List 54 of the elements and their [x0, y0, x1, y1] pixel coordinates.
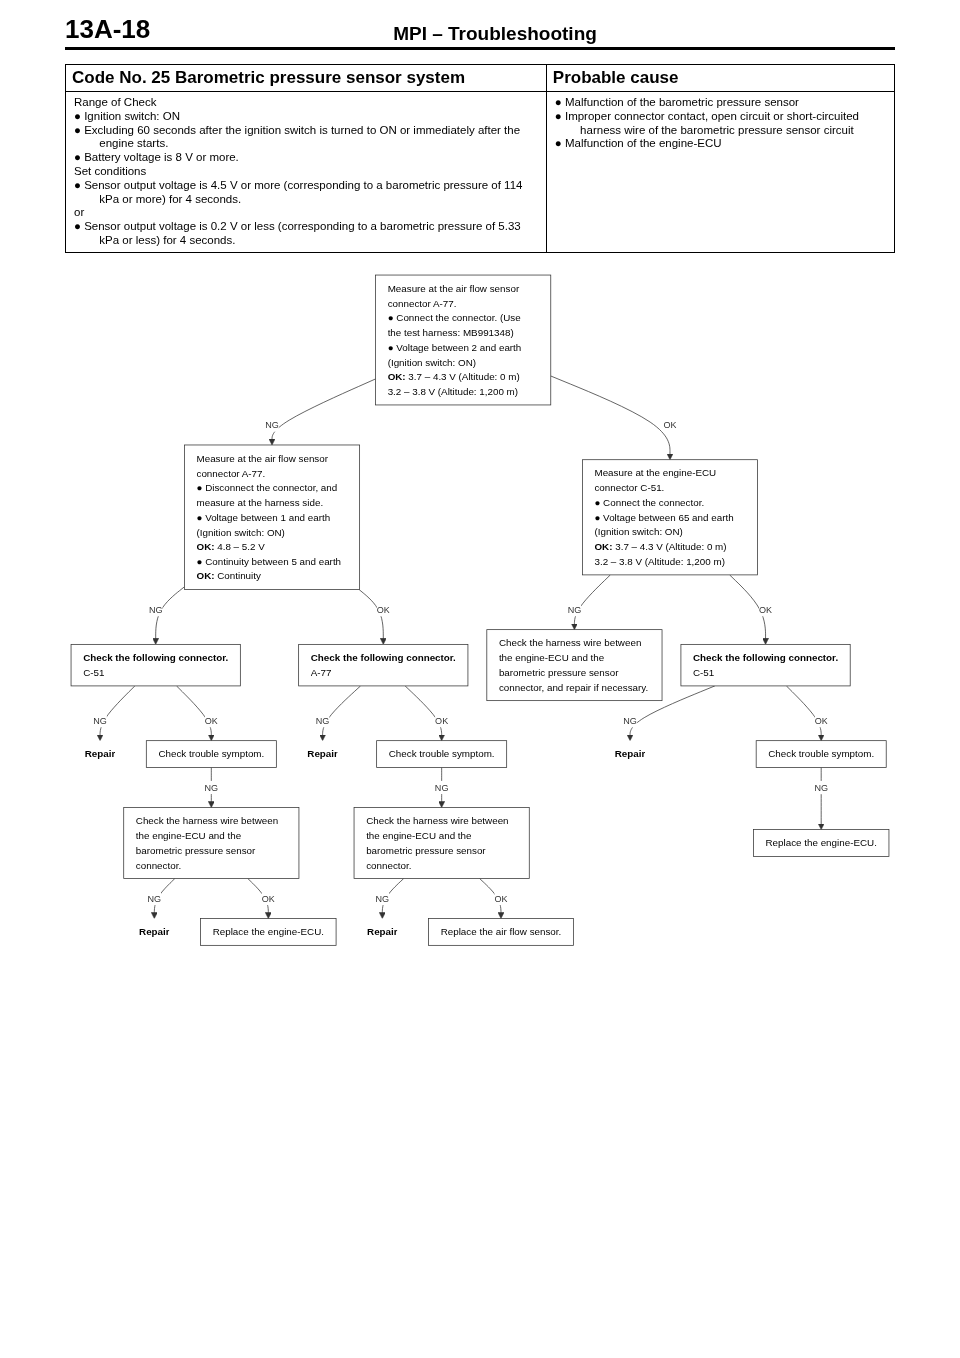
table-text: ● Malfunction of the barometric pressure sensor — [554, 96, 800, 110]
table-text: ● Improper connector contact, open circuit or short-circuited harness wire of the barometric pressure sensor circuit — [554, 109, 860, 138]
edge-label: NG — [204, 781, 219, 793]
node-box: Check trouble symptom. — [376, 740, 508, 768]
node-box: Measure at the air flow sensor connector A-77. ● Disconnect the connector, and measure at the harness side. ● Voltage between 1 and earth (Ignition switch: ON) OK: 4.8 – 5.2 V ● Continuity between 5 and earth OK: Continuity — [184, 444, 360, 590]
node-box: Measure at the engine-ECU connector C-51. ● Connect the connector. ● Voltage between 65 and earth (Ignition switch: ON) OK: 3.7 – 4.3 V (Altitude: 0 m) 3.2 – 3.8 V (Altitude: 1,200 m) — [582, 459, 758, 576]
edge-label: NG — [148, 604, 163, 615]
table-text: or — [74, 206, 86, 221]
node-box: Check trouble symptom. — [755, 740, 887, 768]
node-box: Check the harness wire between the engine-ECU and the barometric pressure sensor connector, and repair if necessary. — [486, 629, 663, 701]
node-box: Replace the engine-ECU. — [200, 917, 337, 946]
node-text: Repair — [84, 747, 116, 760]
edge-label: NG — [93, 715, 107, 726]
edge-label: OK — [814, 715, 828, 726]
edge-label: OK — [376, 604, 390, 615]
table-text: ● Ignition switch: ON — [74, 109, 181, 124]
table-text: ● Malfunction of the engine-ECU — [554, 137, 723, 152]
table-text: ● Sensor output voltage is 0.2 V or less (corresponding to a barometric pressure of 5.33 kPa or less) for 4 seconds. — [74, 220, 522, 248]
table-header: Code No. 25 Barometric pressure sensor system — [65, 64, 547, 92]
edge-label: NG — [567, 604, 582, 615]
node-box: Check the following connector. C-51 — [680, 643, 851, 687]
edge-label: OK — [261, 893, 275, 904]
edge-label: OK — [759, 604, 773, 615]
edge-label: NG — [434, 781, 449, 793]
table-text: ● Sensor output voltage is 4.5 V or more (corresponding to a barometric pressure of 114 kPa or more) for 4 seconds. — [74, 178, 524, 207]
node-text: Repair — [614, 747, 646, 760]
table-text: ● Excluding 60 seconds after the ignition switch is turned to ON or immediately after the engine starts. — [74, 123, 522, 152]
edge-label: NG — [315, 715, 330, 726]
table-text: Set conditions — [74, 165, 148, 179]
table-text: Range of Check — [74, 96, 158, 110]
edge-label: NG — [623, 715, 637, 726]
node-box: Replace the engine-ECU. — [753, 829, 890, 857]
node-text: Repair — [139, 925, 170, 938]
node-box: Check trouble symptom. — [145, 740, 277, 768]
node-box: Check the following connector. A-77 — [298, 643, 469, 687]
edge-label: NG — [265, 419, 279, 431]
edge-label: NG — [375, 893, 390, 904]
edge-label: NG — [147, 893, 162, 904]
node-box: Check the harness wire between the engine-ECU and the barometric pressure sensor connector. — [353, 806, 530, 879]
page-title: MPI – Troubleshooting — [392, 23, 598, 45]
table-header: Probable cause — [546, 64, 895, 92]
node-box: Replace the air flow sensor. — [428, 917, 574, 946]
node-text: Repair — [367, 925, 398, 938]
edge-label: OK — [663, 419, 677, 431]
edge-label: NG — [814, 781, 828, 793]
edge-label: OK — [494, 893, 508, 904]
edge-label: OK — [204, 715, 218, 726]
node-text: Repair — [307, 747, 338, 760]
node-box: Check the following connector. C-51 — [70, 643, 241, 687]
table-text: ● Battery voltage is 8 V or more. — [74, 151, 240, 165]
node-box: Measure at the air flow sensor connector A-77. ● Connect the connector. (Use the test harness: MB991348) ● Voltage between 2 and earth (Ignition switch: ON) OK: 3.7 – 4.3 V (Altitude: 0 m) 3.2 – 3.8 V (Altitude: 1,200 m) — [375, 274, 552, 406]
edge-label: OK — [435, 715, 449, 726]
node-box: Check the harness wire between the engine-ECU and the barometric pressure sensor connector. — [123, 806, 300, 879]
page-number: 13A-18 — [65, 14, 152, 45]
